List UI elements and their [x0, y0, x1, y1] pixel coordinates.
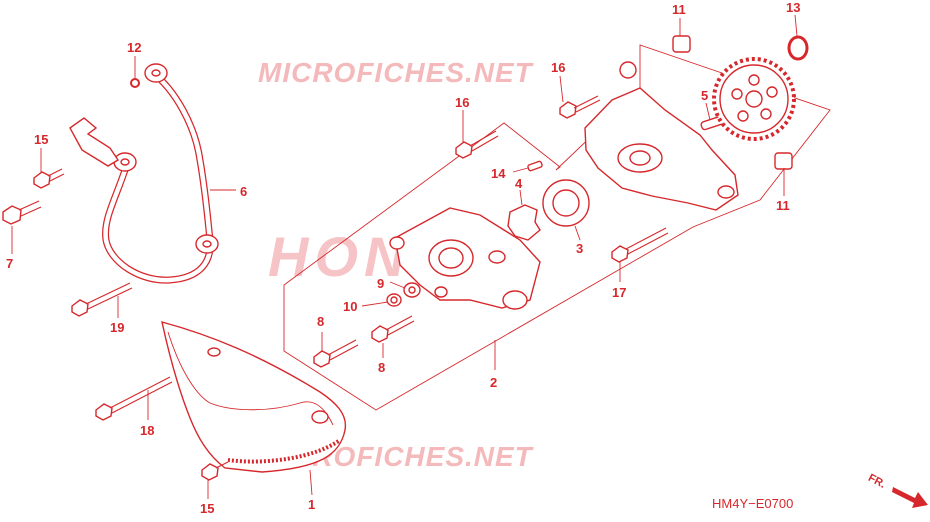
callout-14: 14: [491, 166, 506, 181]
callout-2: 2: [490, 375, 497, 390]
driven-gear-hub: [745, 90, 763, 108]
dowel-pin: [527, 160, 543, 172]
o-ring: [787, 35, 809, 61]
callout-1: 1: [308, 497, 315, 512]
leader-14: [512, 167, 529, 173]
driven-gear-hole-2: [766, 86, 778, 98]
washer-10-inner: [390, 296, 398, 304]
bolt-16-upper: [559, 95, 601, 119]
callout-5: 5: [701, 88, 708, 103]
pump-housing-bore-inner: [629, 150, 651, 166]
small-o-ring: [130, 78, 140, 88]
guard-plate-hole: [207, 347, 221, 357]
callout-9: 9: [377, 276, 384, 291]
callout-8-upper: 8: [317, 314, 324, 329]
callout-11-lower: 11: [776, 198, 790, 213]
driven-gear-hole-1: [748, 74, 760, 86]
oil-pump-body-port-inner: [438, 247, 464, 269]
bolt-19: [71, 282, 133, 317]
oil-pipe-banjo-top-hole: [151, 69, 161, 77]
front-direction-label: FR.: [866, 472, 887, 491]
callout-7: 7: [6, 256, 13, 271]
oil-pipe-banjo-low-hole: [202, 240, 212, 248]
front-direction-indicator: FR.: [866, 472, 928, 508]
bolt-8-upper: [371, 315, 415, 343]
callout-17: 17: [612, 285, 626, 300]
diagram-code: HM4Y−E0700: [712, 496, 793, 511]
pump-housing-ear-2: [717, 185, 735, 199]
callout-15-left: 15: [34, 132, 48, 147]
leader-9: [389, 281, 406, 289]
callout-11-upper: 11: [672, 2, 686, 17]
leader-5: [705, 102, 711, 121]
leader-13: [794, 14, 798, 37]
driven-gear-hole-3: [760, 108, 772, 120]
oil-pump-body-boss: [502, 290, 528, 310]
bolt-15-bottom: [201, 461, 229, 481]
leader-1: [309, 469, 313, 496]
callout-18: 18: [140, 423, 154, 438]
oil-pipe-core: [103, 70, 213, 283]
oil-pipe-bracket: [69, 117, 119, 167]
leader-16a: [559, 75, 564, 103]
callout-12: 12: [127, 40, 141, 55]
leader-10: [361, 301, 389, 307]
dowel-upper: [672, 35, 691, 53]
pump-housing-ear: [619, 61, 637, 79]
outer-rotor-inner: [552, 189, 580, 217]
leader-3: [574, 225, 581, 241]
callout-19: 19: [110, 320, 124, 335]
bolt-7: [2, 200, 42, 225]
callout-8-lower: 8: [378, 360, 385, 375]
driven-gear-hole-4: [737, 110, 749, 122]
callout-16-upper: 16: [551, 60, 565, 75]
callout-3: 3: [576, 241, 583, 256]
callout-13: 13: [786, 0, 800, 15]
bolt-15-left: [33, 168, 65, 189]
watermark-top: MICROFICHES.NET: [258, 57, 535, 88]
oil-pump-body-boss-3: [488, 250, 506, 264]
front-arrow-icon: [892, 487, 928, 508]
bolt-17: [611, 227, 669, 263]
inner-rotor: [507, 204, 541, 241]
leader-4: [519, 189, 523, 206]
bolt-8-lower: [313, 339, 359, 368]
callout-15-bottom: 15: [200, 501, 214, 516]
bolt-16-lower: [455, 130, 499, 159]
bolt-18: [95, 376, 173, 421]
callout-4: 4: [515, 176, 523, 191]
callout-16-lower: 16: [455, 95, 469, 110]
guard-plate-inner: [167, 331, 334, 426]
callout-6: 6: [240, 184, 247, 199]
guard-plate: [161, 321, 347, 473]
oil-pump-body-boss-4: [434, 286, 448, 298]
guard-plate-hole-2: [311, 410, 329, 424]
callout-10: 10: [343, 299, 357, 314]
guard-plate-edge: [227, 438, 342, 464]
oil-pipe-banjo-mid-hole: [120, 158, 130, 166]
pump-housing: [584, 87, 739, 211]
driven-gear-hole-5: [731, 88, 743, 100]
seal-washer-9-inner: [408, 286, 416, 294]
oil-pump-body-boss-2: [389, 236, 405, 250]
dowel-lower: [774, 152, 793, 170]
